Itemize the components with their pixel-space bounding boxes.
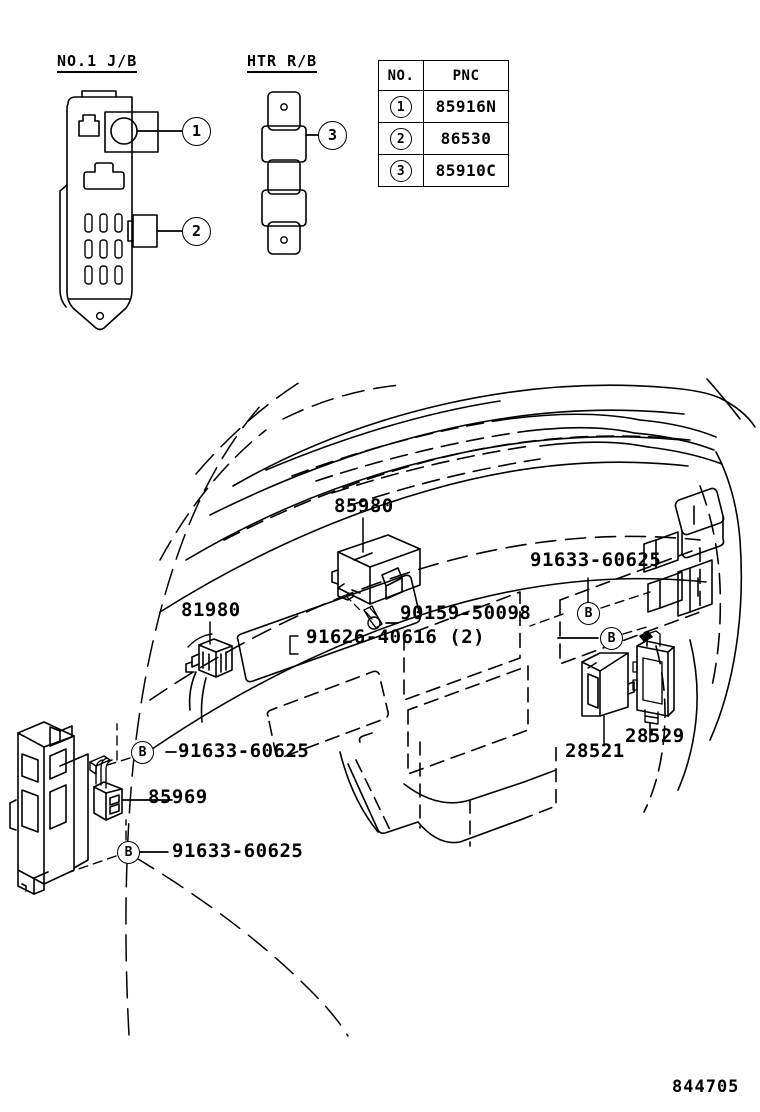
junction-block-illustration xyxy=(59,90,183,331)
part-label-91633-60625-right: 91633-60625 xyxy=(530,549,662,571)
pnc-table: NO. PNC 1 85916N 2 86530 3 85910C xyxy=(378,60,509,187)
relay-box-28521 xyxy=(581,652,635,717)
ecu-85980 xyxy=(331,534,421,605)
instrument-panel-illustration xyxy=(9,378,756,1037)
pnc-row-number-3: 3 xyxy=(390,159,412,182)
part-label-85980: 85980 xyxy=(334,495,394,517)
bolt-marker-b-right-upper: B xyxy=(577,602,600,625)
bolt-marker-b-left-upper: B xyxy=(131,741,154,764)
relay-81980 xyxy=(185,638,233,678)
callout-1[interactable]: 1 xyxy=(182,117,211,146)
pnc-header-no: NO. xyxy=(378,60,424,91)
drawing-number: 844705 xyxy=(672,1077,740,1097)
part-label-91633-60625-upper-left: 91633-60625 xyxy=(178,740,310,762)
section-title-heater-relay-block: HTR R/B xyxy=(247,52,318,73)
part-label-85969: 85969 xyxy=(148,786,208,808)
pnc-row-no: 1 xyxy=(378,90,424,123)
pnc-row-value-3: 85910C xyxy=(423,154,509,187)
part-label-28529: 28529 xyxy=(625,725,685,747)
pnc-table-header-row: NO. PNC xyxy=(378,60,509,91)
pnc-table-row: 1 85916N xyxy=(378,90,509,123)
pnc-table-row: 2 86530 xyxy=(378,122,509,155)
callout-2[interactable]: 2 xyxy=(182,217,211,246)
pnc-table-row: 3 85910C xyxy=(378,154,509,187)
part-label-81980: 81980 xyxy=(181,599,241,621)
left-junction-block xyxy=(9,721,89,895)
section-title-junction-block: NO.1 J/B xyxy=(57,52,138,73)
heater-relay-block-illustration xyxy=(261,91,319,255)
pnc-row-number-1: 1 xyxy=(390,95,412,118)
pnc-header-pnc: PNC xyxy=(423,60,509,91)
bolt-marker-b-left-lower: B xyxy=(117,841,140,864)
part-label-91626-40616: 91626-40616 (2) xyxy=(306,626,486,648)
part-label-90159-50098: 90159-50098 xyxy=(400,602,532,624)
part-label-91633-60625-lower-left: 91633-60625 xyxy=(172,840,304,862)
pnc-row-value-2: 86530 xyxy=(423,122,509,155)
pnc-row-value-1: 85916N xyxy=(423,90,509,123)
callout-3[interactable]: 3 xyxy=(318,121,347,150)
screw-90159 xyxy=(363,605,383,630)
bolt-marker-b-right-lower: B xyxy=(600,627,623,650)
pnc-row-no: 3 xyxy=(378,154,424,187)
switch-85969 xyxy=(89,755,123,821)
part-label-28521: 28521 xyxy=(565,740,625,762)
pnc-row-no: 2 xyxy=(378,122,424,155)
bracket-28529 xyxy=(632,630,675,735)
pnc-row-number-2: 2 xyxy=(390,127,412,150)
